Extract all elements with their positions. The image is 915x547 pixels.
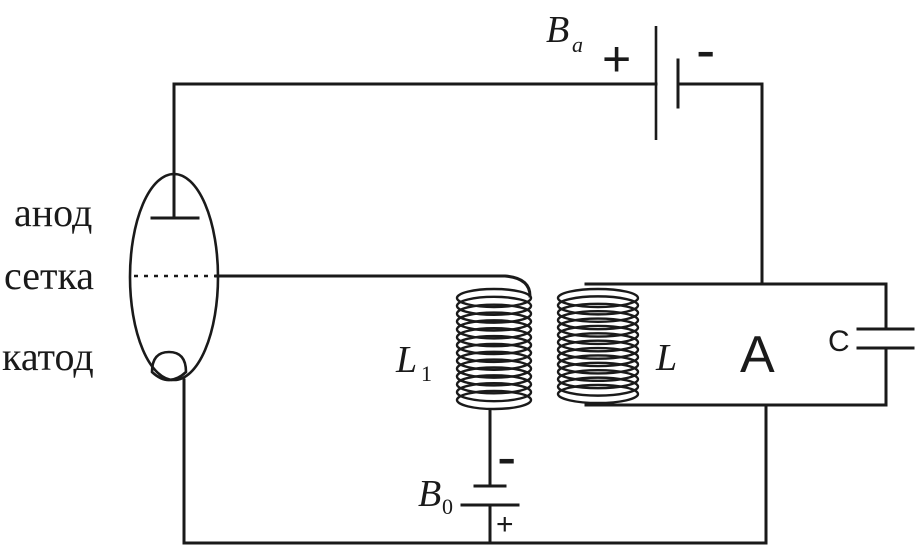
label-battery-grid-plus: + — [496, 508, 514, 541]
label-battery-anode-plus: + — [602, 31, 631, 87]
coil-turn — [556, 346, 640, 368]
coil-turn — [455, 334, 533, 356]
label-capacitor: C — [828, 325, 850, 358]
coil-turn — [556, 369, 640, 390]
label-battery-grid-minus: - — [497, 425, 516, 490]
label-coil-l1-sub: 1 — [421, 361, 432, 386]
wire-tank-bottom — [584, 346, 888, 407]
coil-turn — [455, 381, 533, 403]
anode-battery — [654, 26, 680, 140]
label-battery-anode-minus: - — [696, 18, 715, 83]
coil-turn — [455, 319, 533, 340]
coil-turn — [455, 366, 533, 387]
coil-turn — [556, 295, 640, 316]
label-battery-anode-sub: a — [572, 32, 583, 57]
coil-turn — [455, 295, 533, 317]
tank-capacitor — [856, 327, 915, 350]
coil-turn — [455, 350, 533, 371]
wire-grid-to-coil — [214, 274, 532, 298]
label-battery-grid-sub: 0 — [442, 494, 453, 519]
label-grid: сетка — [4, 253, 94, 298]
cathode-filament — [150, 350, 188, 382]
coil-turn — [455, 287, 533, 309]
vacuum-tube — [128, 172, 220, 382]
coil-turn — [556, 383, 640, 405]
coil-turn — [455, 342, 533, 364]
coil-turn — [556, 354, 640, 375]
tank-coil-l — [556, 287, 640, 405]
coil-turn — [455, 374, 533, 395]
coil-turn — [455, 303, 533, 324]
label-ammeter: A — [740, 326, 775, 384]
coil-turn — [556, 287, 640, 309]
coil-turn — [556, 339, 640, 360]
wire-tank-top — [584, 282, 888, 331]
wire-cathode-bottom — [182, 378, 768, 545]
coil-turn — [556, 302, 640, 323]
grid-coil-l1 — [455, 287, 533, 411]
coil-turn — [455, 389, 533, 411]
coil-turn — [556, 332, 640, 353]
coil-turn — [556, 361, 640, 383]
wires — [172, 82, 888, 545]
coil-turn — [556, 324, 640, 346]
label-battery-anode: B — [546, 9, 569, 51]
coil-turn — [556, 309, 640, 331]
coil-turn — [455, 311, 533, 332]
label-coil-l1: L — [395, 339, 417, 381]
wire-anode-to-battery — [172, 82, 658, 220]
wire-battery-to-tank — [676, 82, 764, 286]
coil-turn — [556, 376, 640, 397]
coil-turn — [556, 317, 640, 338]
bias-battery — [460, 484, 520, 507]
label-anode: анод — [14, 190, 92, 235]
label-cathode: катод — [2, 334, 94, 379]
label-coil-l: L — [655, 337, 677, 379]
coil-turn — [455, 327, 533, 348]
coil-turn — [455, 358, 533, 379]
label-battery-grid: B — [418, 473, 441, 515]
